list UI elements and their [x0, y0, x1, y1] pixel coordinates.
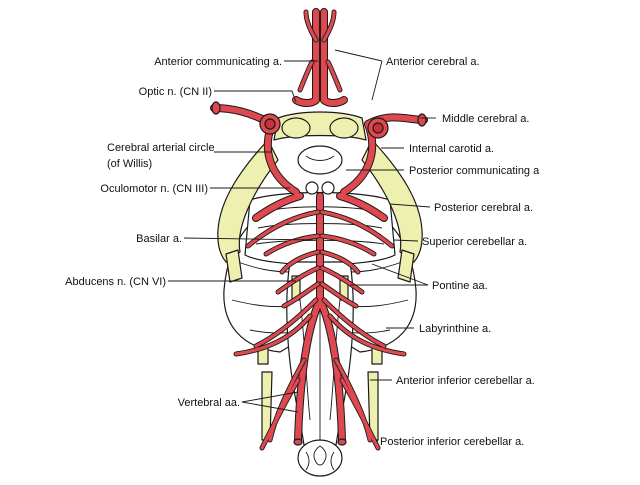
label-oculomotor: Oculomotor n. (CN III) [100, 183, 208, 195]
label-abducens: Abducens n. (CN VI) [65, 276, 166, 288]
labels-right: Anterior cerebral a. Middle cerebral a. … [380, 56, 540, 448]
arteries [210, 8, 428, 451]
mammillary-bodies [305, 181, 335, 195]
labels-left: Anterior communicating a. Optic n. (CN I… [65, 56, 282, 409]
pituitary-stalk [297, 145, 343, 175]
optic-tracts [217, 139, 423, 263]
label-middle-cerebral: Middle cerebral a. [442, 113, 529, 125]
leader-lines [168, 49, 436, 442]
label-pontine: Pontine aa. [432, 280, 488, 292]
spinal-cord-section [297, 439, 343, 477]
label-internal-carotid: Internal carotid a. [409, 143, 494, 155]
label-circle-line1: Cerebral arterial circle [107, 142, 215, 154]
label-anterior-communicating: Anterior communicating a. [154, 56, 282, 68]
label-posterior-cerebral: Posterior cerebral a. [434, 202, 533, 214]
label-posterior-communicating: Posterior communicating a [409, 165, 540, 177]
label-pica: Posterior inferior cerebellar a. [380, 436, 524, 448]
label-basilar: Basilar a. [136, 233, 182, 245]
label-superior-cerebellar: Superior cerebellar a. [422, 236, 527, 248]
optic-chiasm [273, 111, 367, 141]
label-optic-nerve: Optic n. (CN II) [139, 86, 212, 98]
label-circle-line2: (of Willis) [107, 158, 152, 170]
label-aica: Anterior inferior cerebellar a. [396, 375, 535, 387]
label-anterior-cerebral: Anterior cerebral a. [386, 56, 480, 68]
label-labyrinthine: Labyrinthine a. [419, 323, 491, 335]
label-vertebral: Vertebral aa. [178, 397, 240, 409]
